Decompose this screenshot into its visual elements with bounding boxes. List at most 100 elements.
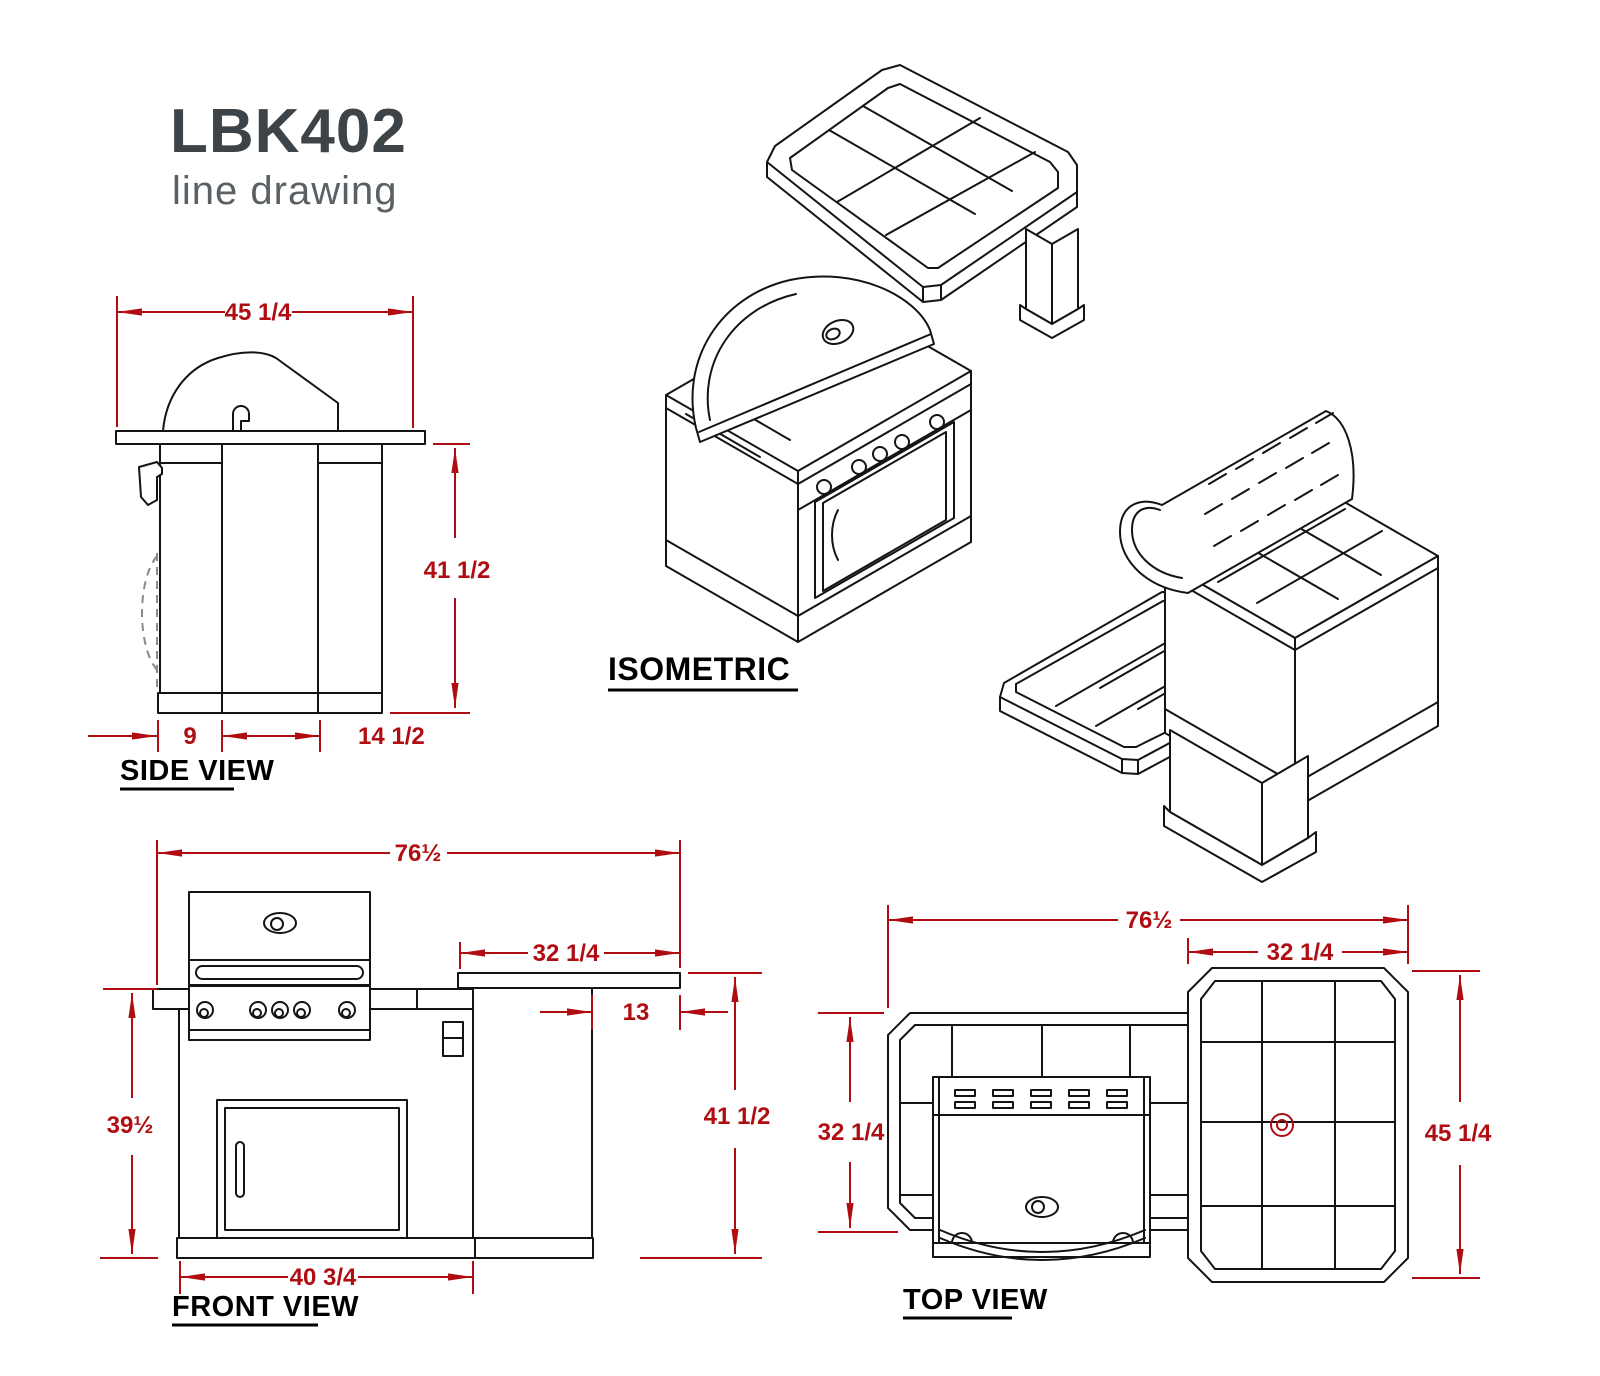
tile-line: [885, 151, 1036, 236]
knob: [293, 1001, 311, 1019]
vent-slot: [1213, 535, 1232, 547]
vent-slot: [1231, 488, 1250, 500]
front-table-top: [457, 972, 681, 989]
tile-line: [828, 129, 976, 215]
knob: [929, 414, 945, 430]
vent-slot: [1320, 474, 1339, 486]
side-view-label: SIDE VIEW: [120, 755, 274, 787]
vent-slot: [1315, 412, 1334, 424]
top-table-outline: [1187, 967, 1409, 1283]
dim-side-width: 45 1/4: [225, 299, 292, 326]
iso2-counter-edge: [1294, 567, 1439, 651]
top-grill-badge: [1025, 1196, 1059, 1218]
vent-slot: [1235, 458, 1254, 470]
vent-slot: [1204, 503, 1223, 515]
dim-base-front: 9: [183, 723, 196, 750]
iso-hood: [691, 275, 935, 443]
dim-top-table-depth: 45 1/4: [1425, 1120, 1492, 1147]
top-view: 76½ 32 1/4 32 1/4 45 1/4 TOP VIEW: [818, 905, 1492, 1320]
knob-center: [199, 1008, 209, 1018]
front-panel-trim: [188, 1029, 371, 1041]
knob: [249, 1001, 267, 1019]
vent-slot: [1208, 473, 1227, 485]
model-number: LBK402: [170, 97, 407, 166]
top-grill-hinge: [951, 1232, 973, 1244]
front-hood-badge: [263, 912, 297, 934]
side-countertop: [115, 430, 426, 445]
iso-hood-badge-center: [825, 327, 841, 341]
front-hood-badge-center: [270, 917, 284, 931]
vent-slot: [1267, 504, 1286, 516]
iso-table-thickness: [766, 161, 1078, 303]
iso-door: [814, 421, 955, 599]
knob-center: [252, 1008, 262, 1018]
dim-front-body-width: 40 3/4: [290, 1264, 357, 1291]
front-control-panel: [188, 985, 371, 1031]
front-view: 76½ 32 1/4 13 41 1/2 39½ 40 3/4 FRONT VI…: [100, 840, 770, 1327]
knob: [894, 434, 910, 450]
iso-door-inner: [822, 431, 947, 592]
vent-slot: [1294, 489, 1313, 501]
knob: [196, 1001, 214, 1019]
top-grill-badge-center: [1031, 1200, 1045, 1214]
vent-slot: [1289, 427, 1308, 439]
vent-slot: [1068, 1089, 1090, 1097]
top-grill-front-strip: [932, 1242, 1151, 1258]
drawing-type: line drawing: [172, 169, 397, 213]
iso-door-handle: [831, 509, 839, 561]
iso-hood-badge: [821, 319, 855, 345]
front-door: [216, 1099, 408, 1239]
vent-slot: [992, 1101, 1014, 1109]
knob: [816, 479, 832, 495]
dim-top-overall-width: 76½: [1126, 907, 1173, 934]
vent-slot: [1106, 1101, 1128, 1109]
front-hood-handle-band: [188, 959, 371, 986]
iso-plinth-line: [665, 539, 799, 617]
vent-slot: [1030, 1089, 1052, 1097]
iso2-plinth-line: [1164, 708, 1296, 785]
umbrella-hole-outer: [1270, 1113, 1294, 1137]
iso-hood-lip: [698, 333, 932, 433]
tile-line: [1217, 508, 1346, 583]
vent-slot: [954, 1089, 976, 1097]
dim-side-height: 41 1/2: [424, 557, 491, 584]
tile-line: [1256, 530, 1383, 604]
iso-table-top: [766, 64, 1078, 288]
dim-top-island-depth: 32 1/4: [818, 1119, 885, 1146]
side-hidden-door-arc: [141, 555, 158, 671]
iso-plinth-line: [797, 515, 972, 617]
side-hood-profile: [162, 351, 339, 432]
front-door-handle: [235, 1141, 245, 1198]
vent-slot: [1068, 1101, 1090, 1109]
vent-slot: [1030, 1101, 1052, 1109]
knob: [872, 446, 888, 462]
title-block: LBK402 line drawing: [170, 97, 407, 213]
front-hood: [188, 891, 371, 961]
front-knobs: [196, 1001, 356, 1019]
dim-front-overall-width: 76½: [395, 840, 442, 867]
knob-center: [274, 1008, 284, 1018]
vent-slot: [1311, 442, 1330, 454]
iso-hood-inner-arc: [706, 293, 797, 421]
dim-front-body-height: 39½: [107, 1112, 154, 1139]
top-view-label: TOP VIEW: [903, 1284, 1048, 1316]
dim-front-overhang: 13: [623, 999, 650, 1026]
side-motor-box: [138, 461, 163, 506]
iso2-plinth-line: [1294, 701, 1439, 785]
dim-front-table-width: 32 1/4: [533, 940, 600, 967]
top-grill-handle-arc: [939, 1237, 1146, 1261]
knob-center: [296, 1008, 306, 1018]
top-grill-body: [932, 1076, 1151, 1244]
vent-slot: [1240, 520, 1259, 532]
front-base: [176, 1237, 594, 1259]
umbrella-hole-inner: [1276, 1119, 1288, 1131]
top-table-inner-border: [1200, 980, 1396, 1270]
top-grill-hinge: [1112, 1232, 1134, 1244]
front-view-label: FRONT VIEW: [172, 1291, 359, 1323]
tile-line: [836, 117, 981, 203]
tile-line: [862, 105, 1013, 192]
dim-top-table-width: 32 1/4: [1267, 939, 1334, 966]
front-door-inner: [224, 1107, 400, 1231]
